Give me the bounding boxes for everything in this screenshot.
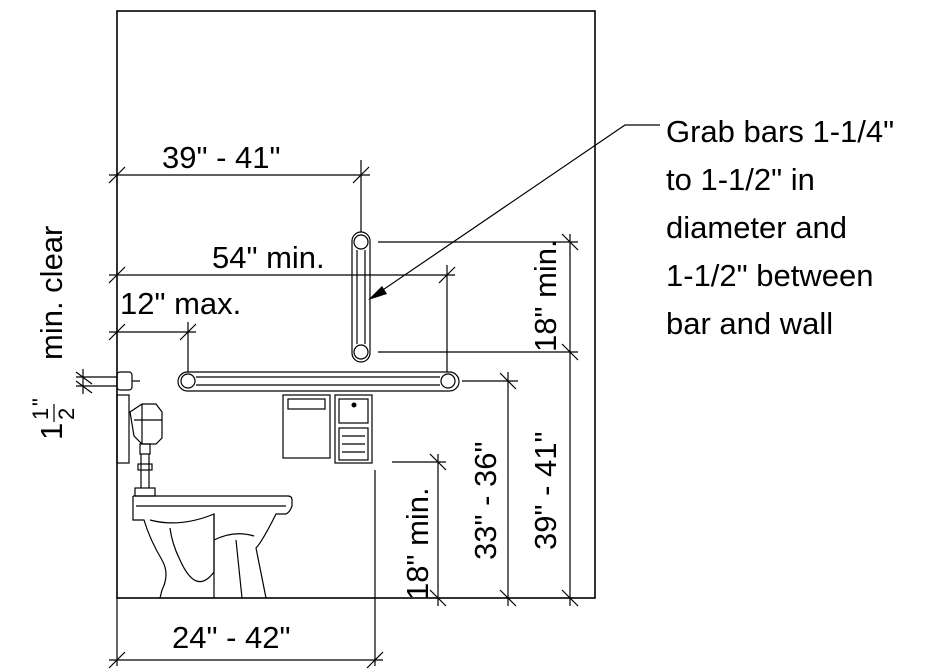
dimension-top-width bbox=[108, 160, 370, 232]
clearance-whole: 1 bbox=[34, 423, 69, 440]
clearance-denominator: 2 bbox=[54, 408, 79, 420]
flush-valve bbox=[116, 371, 163, 497]
label-min-length: 54" min. bbox=[212, 240, 325, 275]
note-line-5: bar and wall bbox=[666, 306, 834, 341]
clearance-text: min. clear bbox=[34, 226, 69, 360]
note-line-3: diameter and bbox=[666, 210, 847, 245]
dimension-floor-width bbox=[108, 470, 384, 669]
dimension-vertical-spacing bbox=[378, 233, 579, 361]
note-line-2: to 1-1/2" in bbox=[666, 162, 815, 197]
label-top-width: 39" - 41" bbox=[162, 140, 281, 175]
note-line-1: Grab bars 1-1/4" bbox=[666, 114, 895, 149]
dimension-rail-height-short bbox=[462, 372, 518, 607]
dimension-clearance bbox=[75, 369, 117, 394]
toilet bbox=[132, 495, 293, 599]
toilet-paper-dispenser bbox=[282, 394, 373, 464]
dimension-min-length bbox=[108, 265, 456, 372]
dimension-rail-height-tall bbox=[561, 360, 579, 607]
label-vertical-spacing: 18" min. bbox=[528, 239, 563, 352]
horizontal-grab-bar bbox=[177, 371, 460, 392]
clearance-numerator: 1 bbox=[28, 408, 53, 420]
grab-bar-note: Grab bars 1-1/4" to 1-1/2" in diameter a… bbox=[666, 108, 946, 348]
label-clearance: 1 1 2 " min. clear bbox=[28, 226, 79, 440]
note-line-4: 1-1/2" between bbox=[666, 258, 874, 293]
label-toilet-height: 18" min. bbox=[400, 487, 435, 600]
wall-outline bbox=[116, 10, 596, 599]
label-rail-height-short: 33" - 36" bbox=[468, 441, 503, 560]
label-rail-height-tall: 39" - 41" bbox=[528, 431, 563, 550]
dimension-toilet-height bbox=[392, 453, 447, 607]
label-floor-width: 24" - 42" bbox=[172, 620, 291, 655]
clearance-inch-mark: " bbox=[28, 398, 53, 406]
dimension-max-offset bbox=[108, 322, 197, 372]
label-max-offset: 12" max. bbox=[120, 286, 241, 321]
note-leader bbox=[368, 124, 660, 300]
vertical-grab-bar bbox=[351, 231, 371, 363]
